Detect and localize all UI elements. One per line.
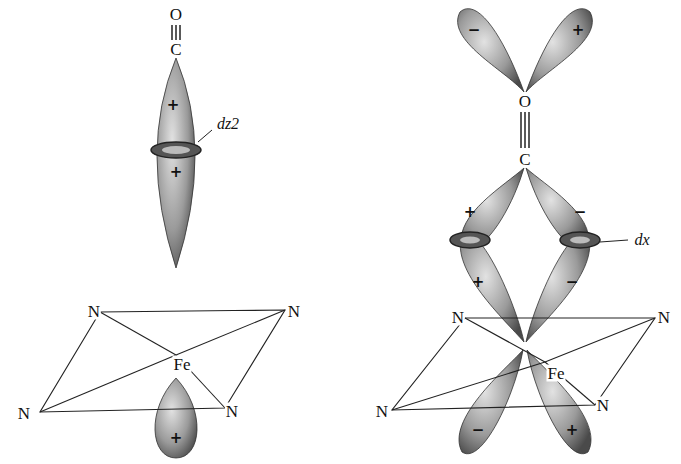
atom-label: N xyxy=(17,405,31,422)
atom-label: O xyxy=(518,93,532,110)
atom-label: Fe xyxy=(173,356,192,373)
atom-label: N xyxy=(287,303,301,320)
phase-sign: + xyxy=(170,431,183,446)
atom-label: C xyxy=(169,41,182,58)
triple-bond xyxy=(172,25,180,40)
atom-label: N xyxy=(375,403,389,420)
porphyrin-square xyxy=(392,318,655,410)
phase-sign: + xyxy=(464,205,477,220)
leader-line xyxy=(600,240,628,242)
phase-sign: + xyxy=(572,23,585,38)
atom-label: N xyxy=(225,403,239,420)
dz2-torus xyxy=(151,142,201,158)
oxygen-p-lobes xyxy=(458,9,593,92)
porphyrin-square xyxy=(40,310,285,412)
phase-sign: + xyxy=(170,165,183,180)
sigma-lobe xyxy=(157,58,195,268)
orbital-label: dx xyxy=(634,232,649,248)
phase-sign: + xyxy=(566,423,579,438)
phase-sign: + xyxy=(167,98,180,113)
phase-sign: − xyxy=(566,275,579,290)
phase-sign: − xyxy=(472,423,485,438)
atom-label: N xyxy=(596,397,610,414)
phase-sign: − xyxy=(468,23,481,38)
phase-sign: + xyxy=(472,275,485,290)
atom-label: C xyxy=(518,151,531,168)
atom-label: Fe xyxy=(547,365,566,382)
triple-bond xyxy=(521,112,529,148)
phase-sign: − xyxy=(574,205,587,220)
dz2-lower-lobe xyxy=(155,378,197,458)
atom-label: N xyxy=(657,309,671,326)
orbital-label: dz2 xyxy=(217,116,239,132)
atom-label: O xyxy=(169,6,183,23)
atom-label: N xyxy=(87,303,101,320)
atom-label: N xyxy=(451,309,465,326)
dxz-lobes xyxy=(459,233,591,454)
overlap-rings xyxy=(450,232,600,248)
leader-line xyxy=(198,130,212,142)
